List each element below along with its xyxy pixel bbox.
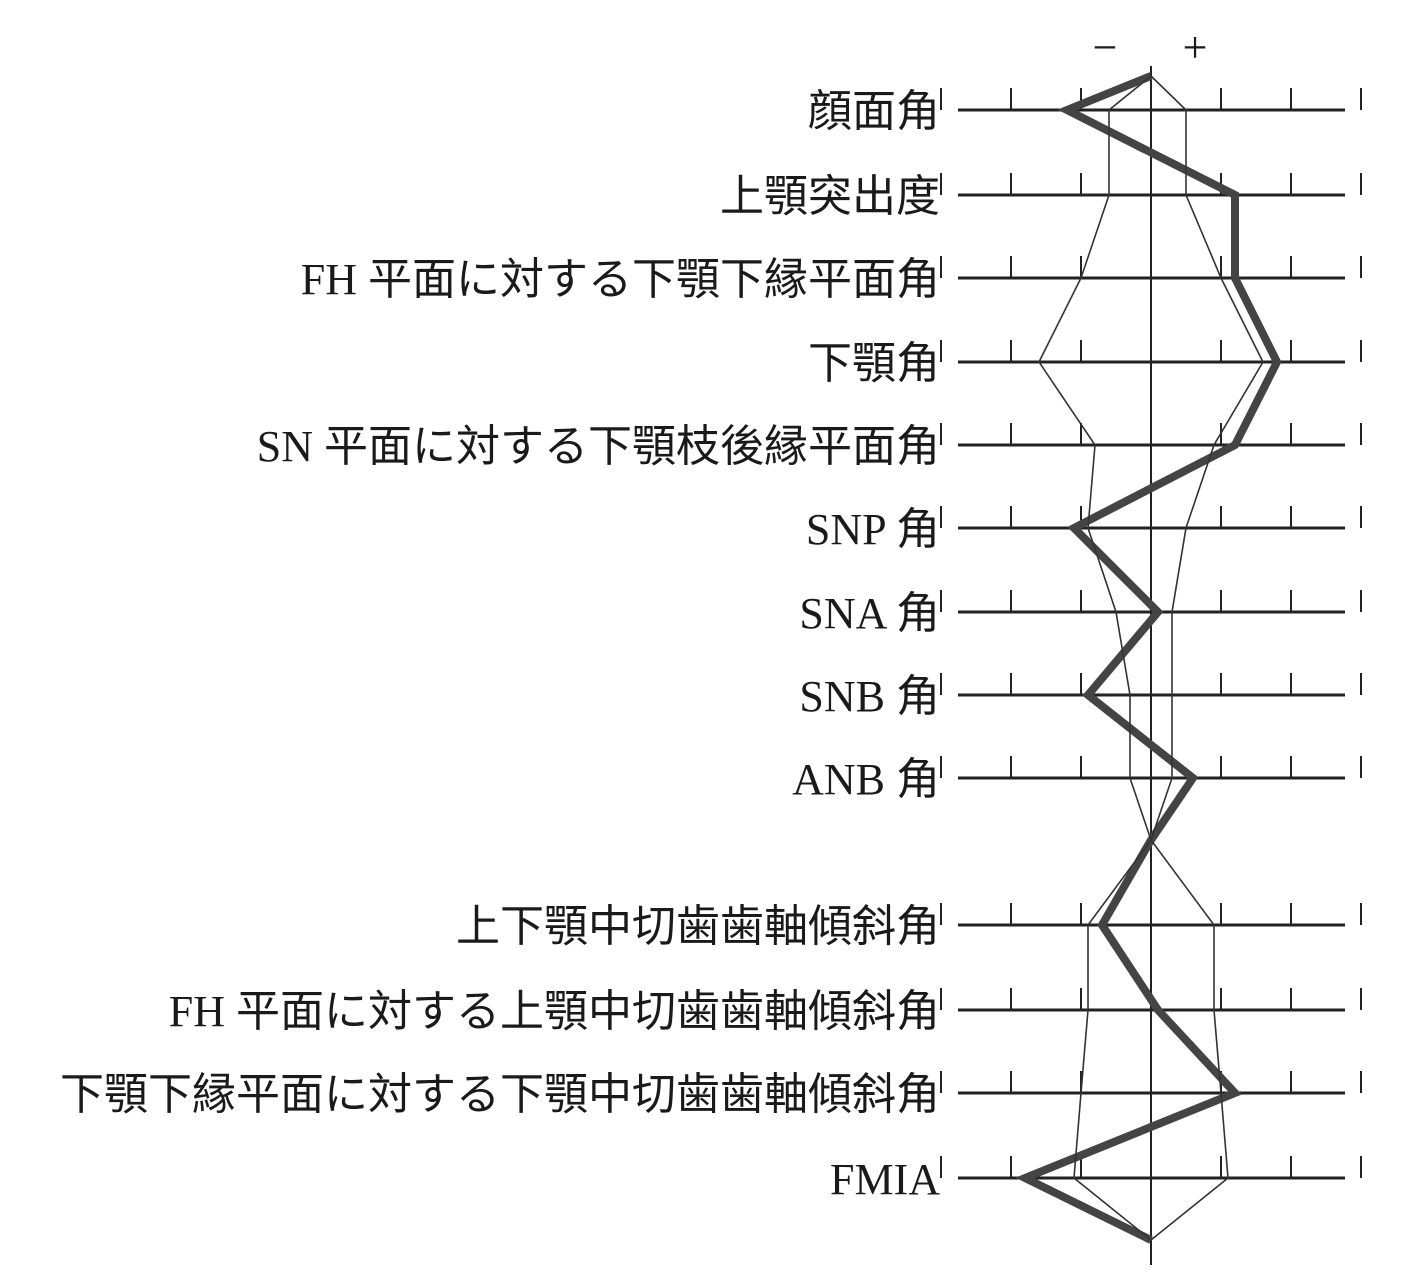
measurement-label: 下顎角 — [808, 339, 940, 388]
measurement-label: 下顎下縁平面に対する下顎中切歯歯軸傾斜角 — [60, 1070, 940, 1119]
plus-sign-label: + — [1183, 23, 1208, 72]
sd-boundary-line — [1150, 75, 1264, 1241]
measurement-label: 上下顎中切歯歯軸傾斜角 — [456, 902, 940, 951]
sd-boundary-line — [1038, 75, 1152, 1241]
measurement-label: FMIA — [830, 1155, 940, 1204]
measurement-label: FH 平面に対する上顎中切歯歯軸傾斜角 — [169, 987, 940, 1036]
measurement-label: SNB 角 — [799, 672, 940, 721]
measurement-label: FH 平面に対する下顎下縁平面角 — [301, 255, 940, 304]
measurement-label: 上顎突出度 — [720, 172, 940, 221]
minus-sign-label: − — [1093, 23, 1118, 72]
measurement-label: SNA 角 — [799, 589, 940, 638]
measurement-label: SNP 角 — [806, 505, 940, 554]
series-group — [1015, 72, 1282, 1244]
measurement-label: 顔面角 — [808, 87, 940, 136]
axis-grid — [940, 66, 1362, 1265]
measurement-label: SN 平面に対する下顎枝後縁平面角 — [257, 422, 940, 471]
measurement-label: ANB 角 — [792, 755, 940, 804]
